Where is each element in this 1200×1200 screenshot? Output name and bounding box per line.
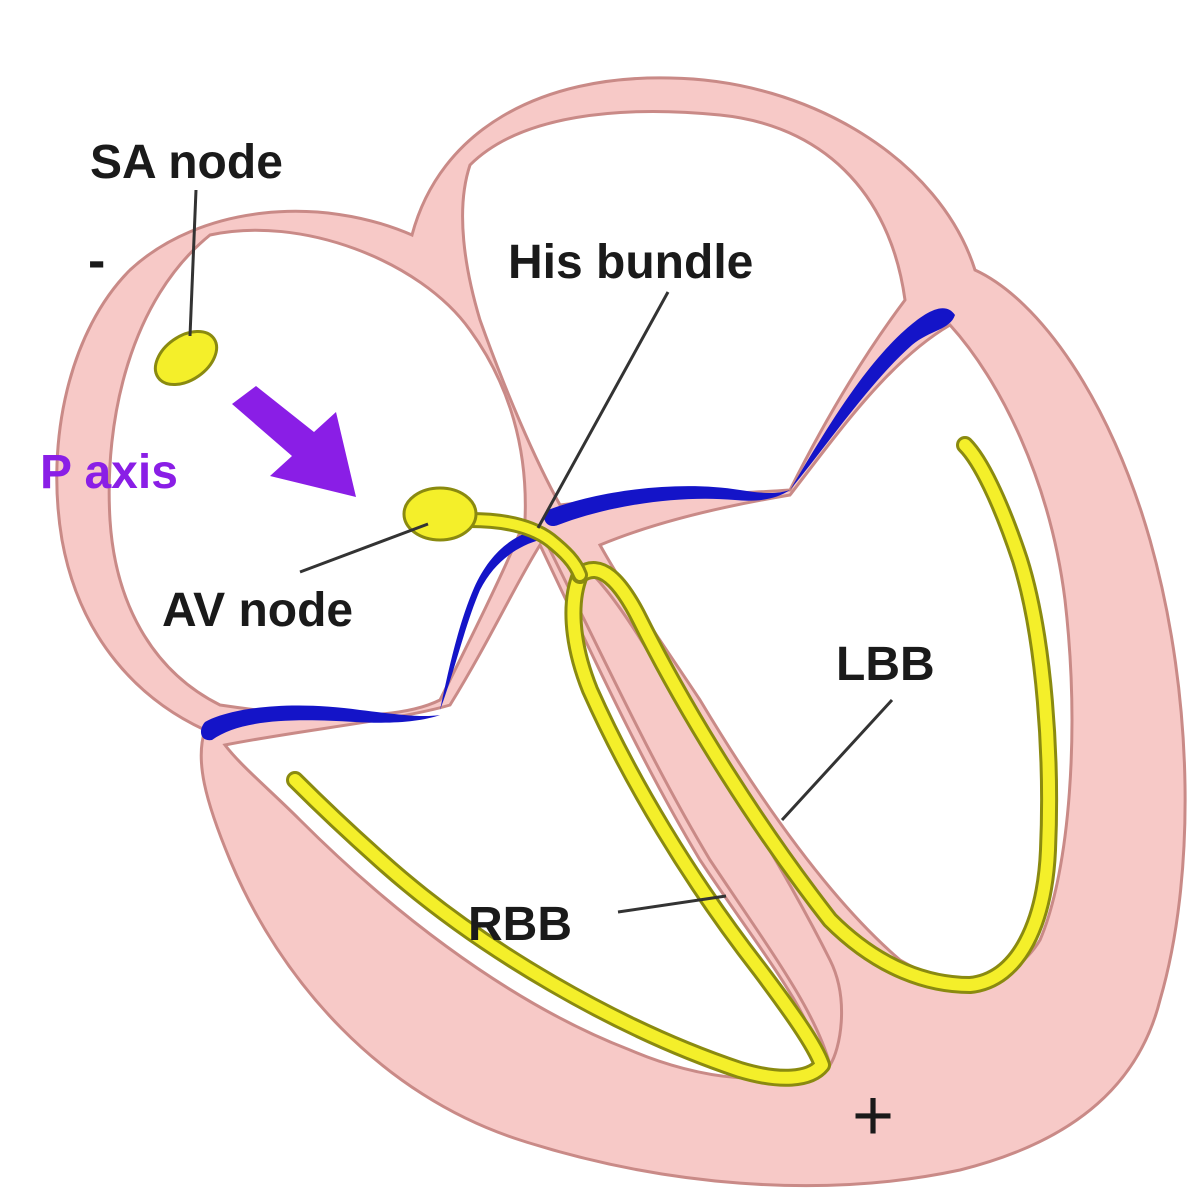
left-ventricle-chamber: [597, 323, 1074, 982]
p-axis-arrow: [232, 386, 356, 497]
plus-sign: +: [852, 1076, 894, 1156]
av-node-leader: [299, 522, 429, 574]
his-bundle-leader: [536, 291, 670, 529]
sa-node-label: SA node: [90, 136, 283, 189]
av-node: [402, 486, 478, 542]
right-ventricle-chamber: [222, 541, 822, 1080]
mitral-valve-right: [790, 308, 955, 490]
left-bundle-branch-fill: [574, 439, 1056, 991]
sa-node: [153, 329, 219, 387]
his-bundle-stem-fill: [465, 515, 585, 580]
left-atrium-chamber: [461, 110, 907, 507]
av-node-label: AV node: [162, 584, 353, 637]
lbb-leader: [780, 698, 894, 822]
sa-node-leader: [188, 189, 198, 337]
p-axis-label: P axis: [40, 446, 178, 499]
lbb-label: LBB: [836, 638, 935, 691]
tricuspid-valve-upper: [440, 528, 545, 710]
rbb-label: RBB: [468, 898, 572, 951]
mitral-valve-upper: [544, 486, 790, 527]
bundle-branches-loop-fill: [289, 569, 828, 1084]
his-bundle-label: His bundle: [508, 236, 753, 289]
tricuspid-valve-lower: [200, 705, 440, 741]
rbb-leader: [617, 894, 727, 914]
minus-sign: -: [88, 232, 105, 290]
